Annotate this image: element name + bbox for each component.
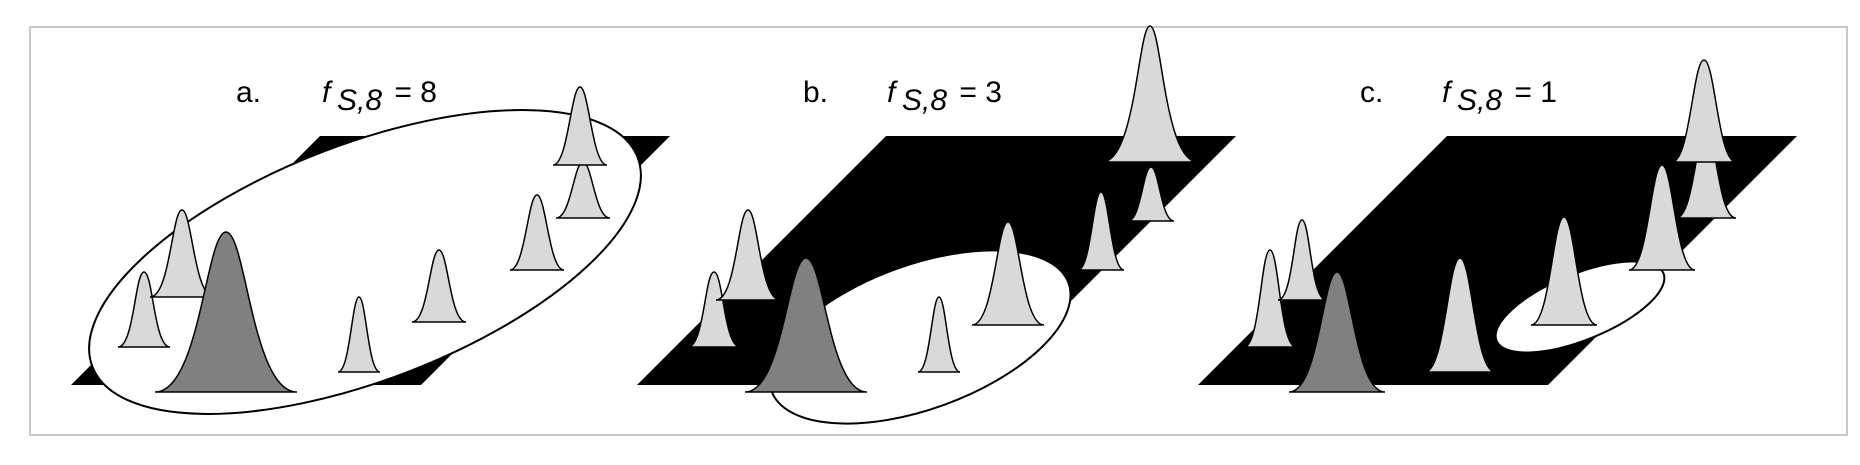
peak <box>552 86 608 166</box>
peak <box>1243 249 1297 348</box>
panel-a-symbol: f <box>322 76 333 109</box>
peak <box>337 296 381 373</box>
peak <box>117 271 171 348</box>
peak <box>1628 164 1696 271</box>
peak <box>411 249 467 323</box>
panel-b-subscript: S,8 <box>902 84 947 117</box>
panel-c-peaks <box>1243 59 1737 393</box>
panel-a-label: a. f S,8 = 8 <box>236 76 437 117</box>
peak <box>917 296 961 373</box>
peak <box>715 209 781 301</box>
peak <box>509 194 565 271</box>
peak <box>687 271 741 348</box>
peak <box>1530 216 1598 326</box>
panel-a-subscript: S,8 <box>337 84 382 117</box>
peak-dark <box>1288 271 1386 393</box>
peak-dark <box>154 231 298 393</box>
peak <box>1671 59 1737 163</box>
panel-b: b. f S,8 = 3 <box>637 25 1236 425</box>
panel-a-peaks <box>117 86 611 393</box>
peak <box>1277 219 1327 301</box>
panel-c-subscript: S,8 <box>1457 84 1502 117</box>
panel-b-label: b. f S,8 = 3 <box>803 76 1002 117</box>
panel-c: c. f S,8 = 1 <box>1198 59 1797 393</box>
peak <box>971 221 1045 326</box>
peak-dark <box>744 257 868 393</box>
peak <box>1077 191 1125 271</box>
panel-b-symbol: f <box>887 76 898 109</box>
panel-b-letter: b. <box>803 76 828 109</box>
panel-c-label: c. f S,8 = 1 <box>1360 76 1557 117</box>
peak <box>1101 25 1199 163</box>
panel-a: a. f S,8 = 8 <box>71 76 670 415</box>
peak <box>1127 166 1175 222</box>
panel-c-relation: = 1 <box>1506 76 1557 109</box>
panel-b-relation: = 3 <box>951 76 1002 109</box>
panel-b-peaks <box>687 25 1199 393</box>
panel-a-relation: = 8 <box>386 76 437 109</box>
panel-c-symbol: f <box>1442 76 1453 109</box>
panel-a-letter: a. <box>236 76 261 109</box>
peak <box>1424 257 1496 373</box>
panel-c-letter: c. <box>1360 76 1383 109</box>
peak <box>149 209 215 298</box>
